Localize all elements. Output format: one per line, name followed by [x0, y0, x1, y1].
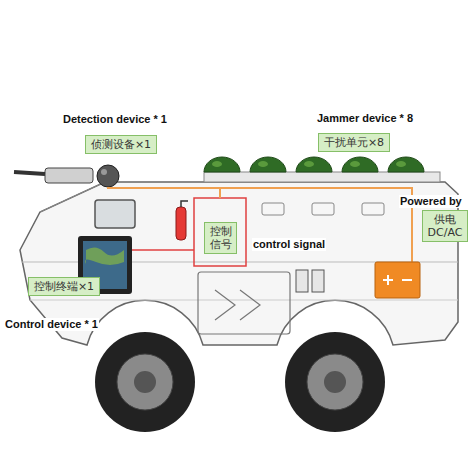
- jammer-dome: [342, 157, 378, 172]
- box-text: 侦测设备×1: [90, 138, 152, 151]
- gun-barrel: [14, 172, 45, 174]
- sensor-highlight: [101, 169, 107, 175]
- hatch-panel: [312, 203, 334, 215]
- box-text: 供电 DC/AC: [427, 213, 463, 239]
- detection-sensor: [97, 165, 119, 187]
- jammer-dome: [250, 157, 286, 172]
- dome-highlight: [396, 161, 406, 167]
- hatch-panel: [262, 203, 284, 215]
- signal-wire: [132, 249, 194, 251]
- wheel: [95, 332, 195, 432]
- label-box: 干扰单元×8: [318, 133, 390, 152]
- hatch-panel: [362, 203, 384, 215]
- box-text: 控制 信号: [209, 225, 232, 251]
- gun-turret: [45, 168, 93, 183]
- dome-highlight: [212, 161, 222, 167]
- signal-wire: [194, 198, 246, 266]
- roof-rail: [204, 172, 440, 182]
- side-door: [198, 272, 290, 334]
- label-box: 控制 信号: [204, 222, 237, 254]
- jammer-dome: [388, 157, 424, 172]
- door-vent: [215, 290, 260, 320]
- hull-seam: [30, 300, 458, 301]
- plus-sign: [383, 275, 393, 285]
- dome-highlight: [304, 161, 314, 167]
- jammer-dome: [296, 157, 332, 172]
- screen-map: [85, 247, 124, 265]
- label-box: 控制终端×1: [28, 277, 100, 296]
- window: [95, 200, 135, 228]
- caption-label: Powered by: [399, 195, 463, 208]
- caption-label: control signal: [252, 238, 326, 251]
- jammer-dome: [204, 157, 240, 172]
- wheel: [285, 332, 385, 432]
- battery: [375, 262, 420, 298]
- fire-extinguisher: [176, 207, 186, 240]
- wheel-hub: [134, 371, 156, 393]
- box-text: 干扰单元×8: [323, 136, 385, 149]
- label-box: 侦测设备×1: [85, 135, 157, 154]
- wheel-hub: [324, 371, 346, 393]
- label-box: 供电 DC/AC: [422, 210, 468, 242]
- dome-highlight: [350, 161, 360, 167]
- fuel-cap: [312, 270, 324, 292]
- power-wire: [108, 187, 412, 262]
- caption-label: Control device * 1: [4, 318, 99, 331]
- box-text: 控制终端×1: [33, 280, 95, 293]
- wheel-rim: [307, 354, 363, 410]
- caption-label: Jammer device * 8: [316, 112, 414, 125]
- fuel-cap: [296, 270, 308, 292]
- power-wire: [219, 188, 221, 198]
- extinguisher-nozzle: [181, 201, 188, 207]
- minus-sign: [402, 279, 412, 281]
- wheel-rim: [117, 354, 173, 410]
- dome-highlight: [258, 161, 268, 167]
- caption-label: Detection device * 1: [62, 113, 168, 126]
